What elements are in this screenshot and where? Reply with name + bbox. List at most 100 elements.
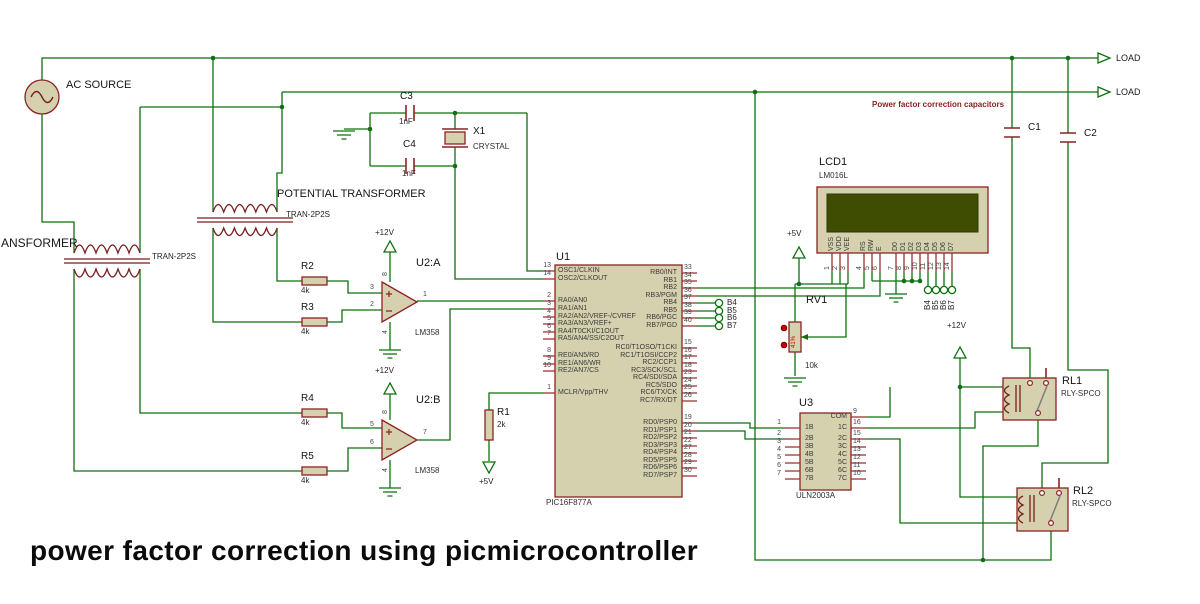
c1-ref: C1 [1028, 122, 1041, 133]
pic-pin-number: 35 [684, 279, 692, 286]
pic-pin-number: 18 [684, 362, 692, 369]
v5-arrow-r1 [481, 461, 497, 475]
pic-pin-name: RC3/SCK/SCL [631, 367, 677, 374]
resistor-r4 [301, 408, 328, 418]
r3-value: 4k [301, 327, 310, 336]
rl2-ref: RL2 [1073, 485, 1094, 497]
terminal-b4-lcd [923, 285, 933, 295]
capacitor-plates [405, 105, 1076, 490]
opamp-u2b [381, 418, 419, 462]
pic-pin-name: RC5/SDO [645, 382, 677, 389]
pot-extras [780, 324, 808, 349]
rv1-value: 10k [805, 361, 818, 370]
c4-value: 1nF [402, 169, 416, 178]
c3-ref: C3 [400, 91, 413, 102]
rv1-ref: RV1 [806, 294, 828, 306]
lcd-pin-number: 7 [888, 266, 895, 270]
lcd-pin-number: 5 [864, 266, 871, 270]
u2b-pin-minus: 6 [370, 439, 374, 446]
relay-internals [1003, 380, 1062, 526]
pic-pin-name: RE2/AN7/CS [558, 367, 599, 374]
lcd-pin-name: D0 [892, 242, 899, 251]
lcd-pin-number: 14 [944, 262, 951, 270]
lcd-pin-name: D2 [908, 242, 915, 251]
pic-pin-number: 38 [684, 302, 692, 309]
crystal-x1 [444, 131, 466, 145]
pic-pin-name: RD4/PSP4 [643, 449, 677, 456]
lcd-pin-number: 3 [840, 266, 847, 270]
uln-pin-number: 16 [853, 419, 861, 426]
pic-pin-number: 8 [547, 347, 551, 354]
lcd-pin-name: D3 [916, 242, 923, 251]
page-title: power factor correction using picmicroco… [30, 535, 698, 566]
c4-ref: C4 [403, 139, 416, 150]
lcd-pin-number: 2 [832, 266, 839, 270]
terminal-b6-lcd [939, 285, 949, 295]
rl1-part: RLY-SPCO [1061, 389, 1101, 398]
lcd-pin-name: D7 [948, 242, 955, 251]
lcd-pin-name: E [876, 246, 883, 251]
uln-pin-name: 3C [838, 443, 847, 450]
uln-pin-number: 7 [777, 470, 781, 477]
terminal-b5-pic [714, 306, 724, 316]
u2b-ref: U2:B [416, 394, 441, 406]
u2b-pin-out: 7 [423, 429, 427, 436]
lcd-pin-number: 12 [928, 262, 935, 270]
r2-ref: R2 [301, 261, 314, 272]
uln-pin-number: 14 [853, 438, 861, 445]
uln-pin-name: 7C [838, 475, 847, 482]
pic-pin-number: 7 [547, 330, 551, 337]
u3-part: ULN2003A [796, 491, 836, 500]
v12-arrow-u2a [382, 239, 398, 253]
uln-pin-name: 5B [805, 459, 814, 466]
pic-pin-name: RB4 [663, 299, 677, 306]
pic-pin-name: RE0/AN5/RD [558, 352, 600, 359]
uln-pin-name: 1B [805, 424, 814, 431]
pin-stubs [543, 253, 953, 480]
uln-pin-name: 1C [838, 424, 847, 431]
pic-pin-number: 1 [547, 384, 551, 391]
pic-pin-number: 28 [684, 452, 692, 459]
pic-pin-number: 26 [684, 392, 692, 399]
r1-value: 2k [497, 420, 506, 429]
pic-pin-name: RC2/CCP1 [642, 359, 677, 366]
u2b-pin-vcc: 8 [382, 410, 389, 414]
resistor-r1 [484, 409, 494, 441]
lcd-pin-name: D5 [932, 242, 939, 251]
pic-pin-name: RD2/PSP2 [643, 434, 677, 441]
lcd-pin-number: 6 [872, 266, 879, 270]
pic-pin-number: 40 [684, 317, 692, 324]
power-arrow-icons [382, 52, 1112, 475]
pic-pin-name: RC1/T1OSI/CCP2 [620, 352, 677, 359]
resistor-r5 [301, 466, 328, 476]
opamp-input-marks [386, 291, 392, 450]
uln-pin-number: 9 [853, 408, 857, 415]
uln-pin-name: 3B [805, 443, 814, 450]
v12-arrow-u2b [382, 381, 398, 395]
pic-pin-number: 22 [684, 437, 692, 444]
uln-pin-name: 2C [838, 435, 847, 442]
pic-pin-name: OSC1/CLKIN [558, 267, 600, 274]
u1-part: PIC16F877A [546, 498, 592, 507]
pic-pin-name: RB6/PGC [646, 314, 677, 321]
pic-pin-number: 30 [684, 467, 692, 474]
x1-ref: X1 [473, 126, 486, 137]
uln-pin-name: COM [830, 413, 847, 420]
lcd-screen [826, 193, 979, 233]
junction-dots [210, 55, 1071, 563]
u2b-pin-gnd: 4 [382, 468, 389, 472]
pic-pin-name: MCLR/Vpp/THV [558, 389, 609, 396]
pic-pin-name: RD5/PSP5 [643, 457, 677, 464]
uln-pin-number: 13 [853, 446, 861, 453]
v12-label-relay: +12V [947, 321, 966, 330]
pic-pin-name: RD7/PSP7 [643, 472, 677, 479]
pic-pin-name: RA3/AN3/VREF+ [558, 320, 612, 327]
u2a-pin-out: 1 [423, 291, 427, 298]
u2a-ref: U2:A [416, 257, 441, 269]
uln-pin-name: 4C [838, 451, 847, 458]
u2a-pin-gnd: 4 [382, 330, 389, 334]
pic-pin-name: RD1/PSP1 [643, 427, 677, 434]
v12-label-u2a: +12V [375, 228, 394, 237]
pic-pin-number: 15 [684, 339, 692, 346]
net-terminals[interactable] [714, 285, 957, 331]
